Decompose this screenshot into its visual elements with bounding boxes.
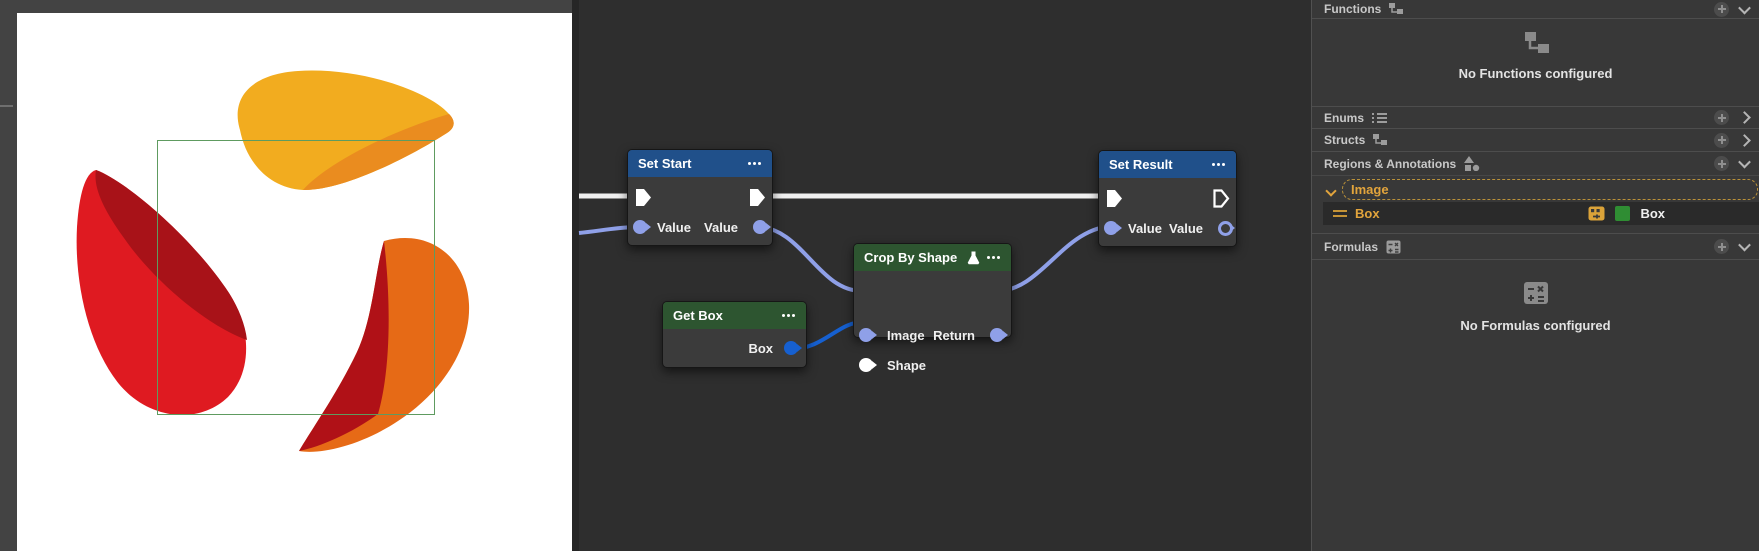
chevron-down-icon[interactable] — [1738, 238, 1751, 252]
formulas-icon — [1386, 240, 1401, 253]
region-box-overlay[interactable] — [157, 140, 435, 415]
node-title: Set Result — [1109, 157, 1173, 172]
port-label: Value — [657, 220, 691, 235]
port-label: Value — [704, 220, 738, 235]
node-title: Crop By Shape — [864, 250, 958, 265]
chevron-down-icon[interactable] — [1325, 185, 1337, 197]
port-label: Box — [748, 341, 773, 356]
port-label: Value — [1169, 221, 1203, 236]
functions-empty-icon — [1524, 32, 1549, 53]
drag-handle-icon[interactable] — [1333, 209, 1347, 218]
image-shapes — [76, 70, 470, 452]
node-crop-by-shape[interactable]: Crop By Shape Image Return Shape — [853, 243, 1012, 373]
section-label: Functions — [1324, 2, 1382, 16]
add-struct-button[interactable] — [1714, 132, 1729, 148]
image-viewer-pane — [0, 0, 572, 551]
formulas-empty-icon — [1523, 282, 1548, 304]
configuration-sidebar: Functions No Functions configured Enums — [1311, 0, 1759, 551]
port-label: Return — [933, 328, 975, 343]
return-out-port[interactable] — [990, 328, 1008, 342]
section-label: Enums — [1324, 110, 1365, 125]
value-in-port[interactable] — [1104, 221, 1122, 235]
structs-icon — [1373, 134, 1388, 145]
node-menu-icon[interactable] — [748, 162, 763, 165]
chevron-right-icon[interactable] — [1738, 111, 1751, 124]
section-functions[interactable]: Functions — [1312, 0, 1759, 19]
node-set-start[interactable]: Set Start Value Value — [627, 149, 773, 246]
section-regions-annotations[interactable]: Regions & Annotations — [1312, 152, 1759, 176]
exec-in-port[interactable] — [634, 187, 652, 208]
flask-icon — [967, 251, 980, 264]
empty-text: No Functions configured — [1458, 66, 1613, 81]
pane-divider[interactable] — [572, 0, 579, 551]
shape-in-port[interactable] — [859, 358, 877, 372]
port-label: Value — [1128, 221, 1162, 236]
box-type-label: Box — [1640, 206, 1665, 221]
exec-out-port[interactable] — [1212, 188, 1230, 209]
box-color-swatch — [1615, 206, 1631, 221]
section-label: Formulas — [1324, 239, 1379, 254]
add-function-button[interactable] — [1714, 1, 1729, 17]
node-menu-icon[interactable] — [1212, 163, 1227, 166]
node-title: Set Start — [638, 156, 692, 171]
empty-text: No Formulas configured — [1460, 318, 1611, 333]
chevron-right-icon[interactable] — [1738, 133, 1751, 147]
tree-item-box[interactable]: Box Box — [1323, 202, 1759, 225]
box-annotation-icon — [1588, 206, 1605, 221]
add-formula-button[interactable] — [1714, 239, 1729, 254]
enums-icon — [1372, 112, 1388, 123]
add-enum-button[interactable] — [1714, 110, 1729, 125]
section-label: Regions & Annotations — [1324, 156, 1457, 171]
formulas-empty-state: No Formulas configured — [1312, 260, 1759, 360]
node-menu-icon[interactable] — [987, 256, 1002, 259]
node-get-box[interactable]: Get Box Box — [662, 301, 807, 368]
section-label: Structs — [1324, 133, 1366, 147]
functions-empty-state: No Functions configured — [1312, 19, 1759, 107]
port-label: Shape — [887, 358, 927, 373]
splitter-handle[interactable] — [0, 105, 13, 107]
section-structs[interactable]: Structs — [1312, 129, 1759, 152]
regions-annotations-icon — [1464, 156, 1480, 171]
section-formulas[interactable]: Formulas — [1312, 233, 1759, 260]
exec-in-port[interactable] — [1105, 188, 1123, 209]
node-menu-icon[interactable] — [782, 314, 797, 317]
value-out-port[interactable] — [1218, 221, 1235, 236]
port-label: Image — [887, 328, 925, 343]
value-in-port[interactable] — [633, 220, 651, 234]
exec-out-port[interactable] — [748, 187, 766, 208]
value-out-port[interactable] — [753, 220, 771, 234]
tree-group-image[interactable]: Image — [1325, 179, 1758, 200]
functions-icon — [1389, 3, 1404, 14]
chevron-down-icon[interactable] — [1738, 1, 1751, 14]
tree-group-label: Image — [1351, 182, 1389, 197]
chevron-down-icon[interactable] — [1738, 155, 1751, 169]
section-enums[interactable]: Enums — [1312, 107, 1759, 129]
add-region-button[interactable] — [1714, 156, 1729, 171]
image-preview — [17, 13, 572, 551]
node-title: Get Box — [673, 308, 723, 323]
tree-item-label: Box — [1355, 206, 1380, 221]
node-set-result[interactable]: Set Result Value Value — [1098, 150, 1237, 247]
image-in-port[interactable] — [859, 328, 877, 342]
box-out-port[interactable] — [784, 341, 802, 355]
